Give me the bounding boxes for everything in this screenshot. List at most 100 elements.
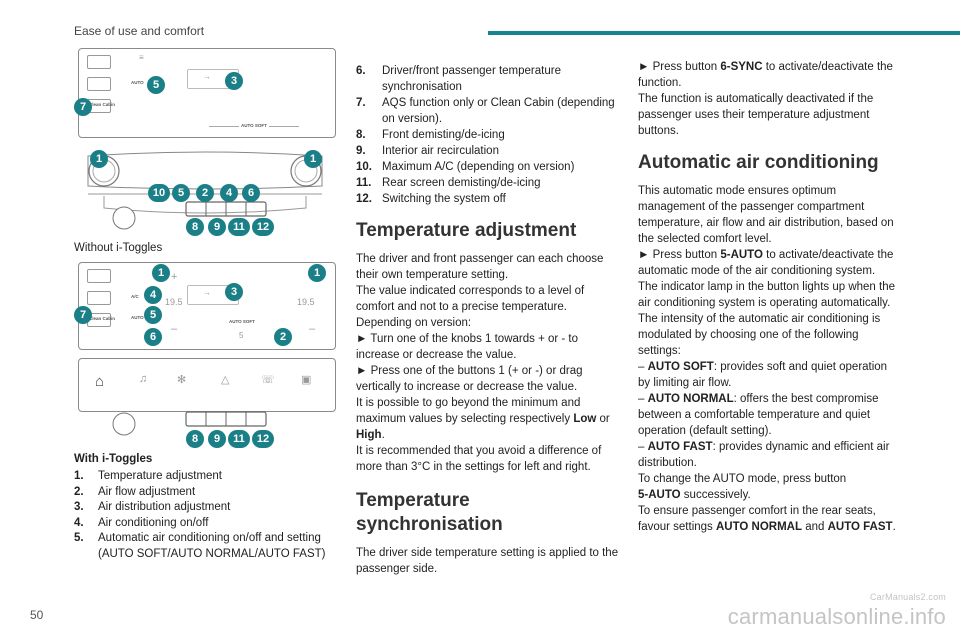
- arrow-icon: →: [203, 72, 211, 81]
- callout-12: 12: [252, 218, 274, 236]
- callout-1-left: 1: [90, 150, 108, 168]
- screen-left-button: [87, 77, 111, 91]
- auto-soft-label: AUTO SOFT: [229, 319, 255, 324]
- figure-home-panel: ⌂ ♫ ✻ △ ☏ ▣ 8 9 11 12: [74, 358, 336, 450]
- figure-touchscreen-temperatures: A/C AUTO Clean Cabin 19.5 19.5 + + – – →…: [74, 262, 336, 352]
- callout-5: 5: [147, 76, 165, 94]
- paragraph: Depending on version:: [356, 317, 472, 329]
- apps-icon: ▣: [301, 374, 312, 386]
- callout-4: 4: [144, 286, 162, 304]
- screen-left-button: [87, 269, 111, 283]
- callout-2: 2: [274, 328, 292, 346]
- callout-8: 8: [186, 218, 204, 236]
- callout-12: 12: [252, 430, 274, 448]
- paragraph: ► Press button 6-SYNC to activate/deacti…: [638, 61, 893, 89]
- callout-4: 4: [220, 184, 238, 202]
- legend-list-1: 1.Temperature adjustment 2.Air flow adju…: [74, 469, 336, 562]
- list-item: 2.Air flow adjustment: [74, 485, 196, 498]
- auto-label: AUTO: [131, 80, 144, 85]
- paragraph: ► Press one of the buttons 1 (+ or -) or…: [356, 365, 583, 393]
- callout-9: 9: [208, 430, 226, 448]
- column-2: 6.Driver/front passenger temperature syn…: [356, 63, 620, 577]
- touchscreen-frame: AUTO Clean Cabin ≡ → AUTO SOFT: [78, 48, 336, 138]
- list-item: 7.AQS function only or Clean Cabin (depe…: [356, 97, 615, 125]
- list-item: 4.Air conditioning on/off: [74, 516, 209, 529]
- callout-5: 5: [144, 306, 162, 324]
- heading-temperature-adjustment: Temperature adjustment: [356, 220, 577, 241]
- paragraph: The indicator lamp in the button lights …: [638, 281, 895, 309]
- callout-9: 9: [208, 218, 226, 236]
- screen-left-button: [87, 291, 111, 305]
- watermark-small: CarManuals2.com: [869, 592, 946, 602]
- minus-left: –: [171, 323, 178, 335]
- nav-icon: △: [221, 374, 230, 386]
- paragraph: It is possible to go beyond the minimum …: [356, 397, 610, 441]
- paragraph: ► Turn one of the knobs 1 towards + or -…: [356, 333, 579, 361]
- home-icon: ⌂: [95, 373, 105, 390]
- paragraph: To ensure passenger comfort in the rear …: [638, 505, 896, 533]
- callout-7: 7: [74, 306, 92, 324]
- list-item: 6.Driver/front passenger temperature syn…: [356, 65, 561, 93]
- clean-cabin-label: Clean Cabin: [89, 316, 116, 321]
- caption-with-itoggles: With i-Toggles: [74, 453, 153, 465]
- minus-right: –: [309, 323, 316, 335]
- arrow-icon: →: [203, 288, 211, 297]
- menu-icon: ≡: [139, 53, 144, 62]
- paragraph: 5-AUTO successively.: [638, 489, 751, 501]
- paragraph: This automatic mode ensures optimum mana…: [638, 185, 894, 245]
- list-item: 11.Rear screen demisting/de-icing: [356, 177, 541, 189]
- list-item: 3.Air distribution adjustment: [74, 501, 231, 513]
- paragraph: The value indicated corresponds to a lev…: [356, 285, 585, 313]
- callout-3: 3: [225, 72, 243, 90]
- home-panel-drawing: [112, 411, 267, 436]
- watermark: carmanualsonline.info: [727, 604, 946, 629]
- plus-left: +: [171, 271, 178, 283]
- paragraph: The function is automatically deactivate…: [638, 93, 874, 137]
- list-item: 8.Front demisting/de-icing: [356, 129, 505, 141]
- paragraph: – AUTO NORMAL: offers the best compromis…: [638, 393, 879, 437]
- callout-8: 8: [186, 430, 204, 448]
- paragraph: The intensity of the automatic air condi…: [638, 313, 881, 357]
- phone-icon: ☏: [261, 374, 275, 386]
- fan-icon: ✻: [177, 374, 187, 386]
- auto-label: AUTO: [131, 315, 144, 320]
- callout-10: 10: [148, 184, 170, 202]
- callout-11: 11: [228, 218, 250, 236]
- ac-label: A/C: [131, 294, 139, 299]
- callout-11: 11: [228, 430, 250, 448]
- temp-right-value: 19.5: [297, 297, 315, 307]
- callout-1-right: 1: [308, 264, 326, 282]
- list-item: 1.Temperature adjustment: [74, 470, 223, 482]
- figure-touchscreen-panel: AUTO Clean Cabin ≡ → AUTO SOFT 7 5 3: [74, 48, 336, 138]
- caption-without-itoggles: Without i-Toggles: [74, 242, 163, 254]
- paragraph: ► Press button 5-AUTO to activate/deacti…: [638, 249, 894, 277]
- paragraph: – AUTO FAST: provides dynamic and effici…: [638, 441, 890, 469]
- callout-7: 7: [74, 98, 92, 116]
- touchscreen-frame: A/C AUTO Clean Cabin 19.5 19.5 + + – – →…: [78, 262, 336, 350]
- clean-cabin-label: Clean Cabin: [89, 102, 116, 107]
- auto-soft-label: AUTO SOFT: [239, 123, 269, 128]
- callout-3: 3: [225, 283, 243, 301]
- paragraph: To change the AUTO mode, press button: [638, 473, 847, 485]
- paragraph: – AUTO SOFT: provides soft and quiet ope…: [638, 361, 888, 389]
- callout-6: 6: [144, 328, 162, 346]
- fan-level-value: 5: [239, 331, 244, 340]
- page-number: 50: [30, 608, 44, 622]
- callout-5: 5: [172, 184, 190, 202]
- heading-automatic-air-conditioning: Automatic air conditioning: [638, 152, 879, 173]
- paragraph: The driver side temperature setting is a…: [356, 547, 619, 575]
- column-3: ► Press button 6-SYNC to activate/deacti…: [638, 59, 902, 535]
- header-accent-bar: [488, 31, 960, 35]
- paragraph: The driver and front passenger can each …: [356, 253, 604, 281]
- callout-2: 2: [196, 184, 214, 202]
- callout-1-left: 1: [152, 264, 170, 282]
- figure-physical-panel: 1 1 10 5 2 4 6 8 9 11 12: [74, 146, 336, 236]
- screen-left-button: [87, 55, 111, 69]
- music-icon: ♫: [139, 373, 148, 385]
- list-item: 10.Maximum A/C (depending on version): [356, 161, 575, 173]
- page-section-title: Ease of use and comfort: [74, 24, 205, 38]
- paragraph: It is recommended that you avoid a diffe…: [356, 445, 602, 473]
- list-item: 9.Interior air recirculation: [356, 145, 499, 157]
- home-panel-frame: ⌂ ♫ ✻ △ ☏ ▣: [78, 358, 336, 412]
